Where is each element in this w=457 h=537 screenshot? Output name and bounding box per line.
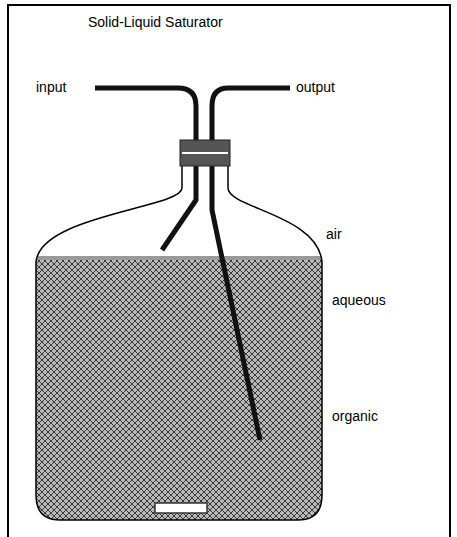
bottle-outline xyxy=(36,165,322,520)
diagram-title: Solid-Liquid Saturator xyxy=(88,14,223,31)
stir-bar xyxy=(155,503,207,513)
liquid-surface xyxy=(37,256,321,260)
part-label: organic xyxy=(332,408,378,425)
part-label: aqueous xyxy=(332,292,386,309)
part-label: air xyxy=(326,226,342,243)
stopper-ring xyxy=(182,152,228,154)
part-label: input xyxy=(36,79,66,96)
input-tube xyxy=(95,88,196,250)
frame xyxy=(8,5,450,537)
part-label: output xyxy=(296,79,335,96)
stopper xyxy=(180,140,230,166)
liquid xyxy=(36,258,322,520)
